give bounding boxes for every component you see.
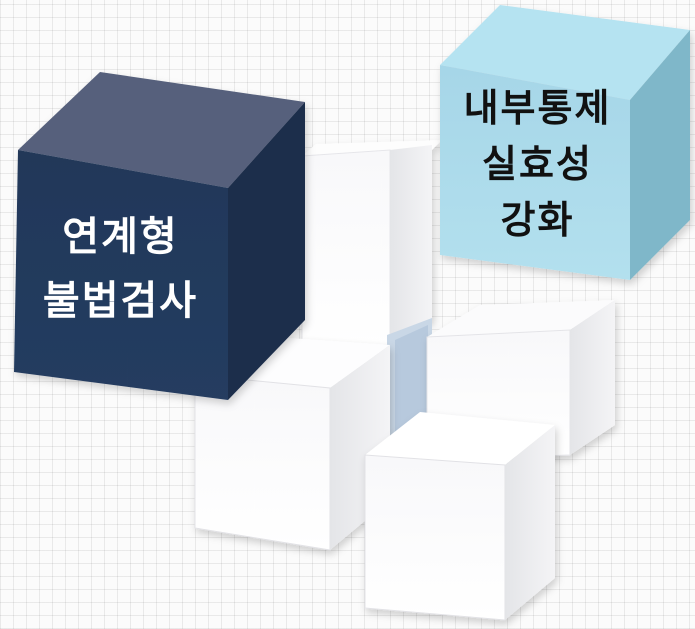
left-block-label: 연계형 불법검사 xyxy=(42,214,199,324)
front-right-cube xyxy=(364,412,555,621)
back-left-cube xyxy=(301,140,442,351)
dark-navy-cube xyxy=(14,72,305,400)
light-blue-cube xyxy=(440,5,690,280)
right-block-label: 내부통제 실효성 강화 xyxy=(463,86,612,242)
